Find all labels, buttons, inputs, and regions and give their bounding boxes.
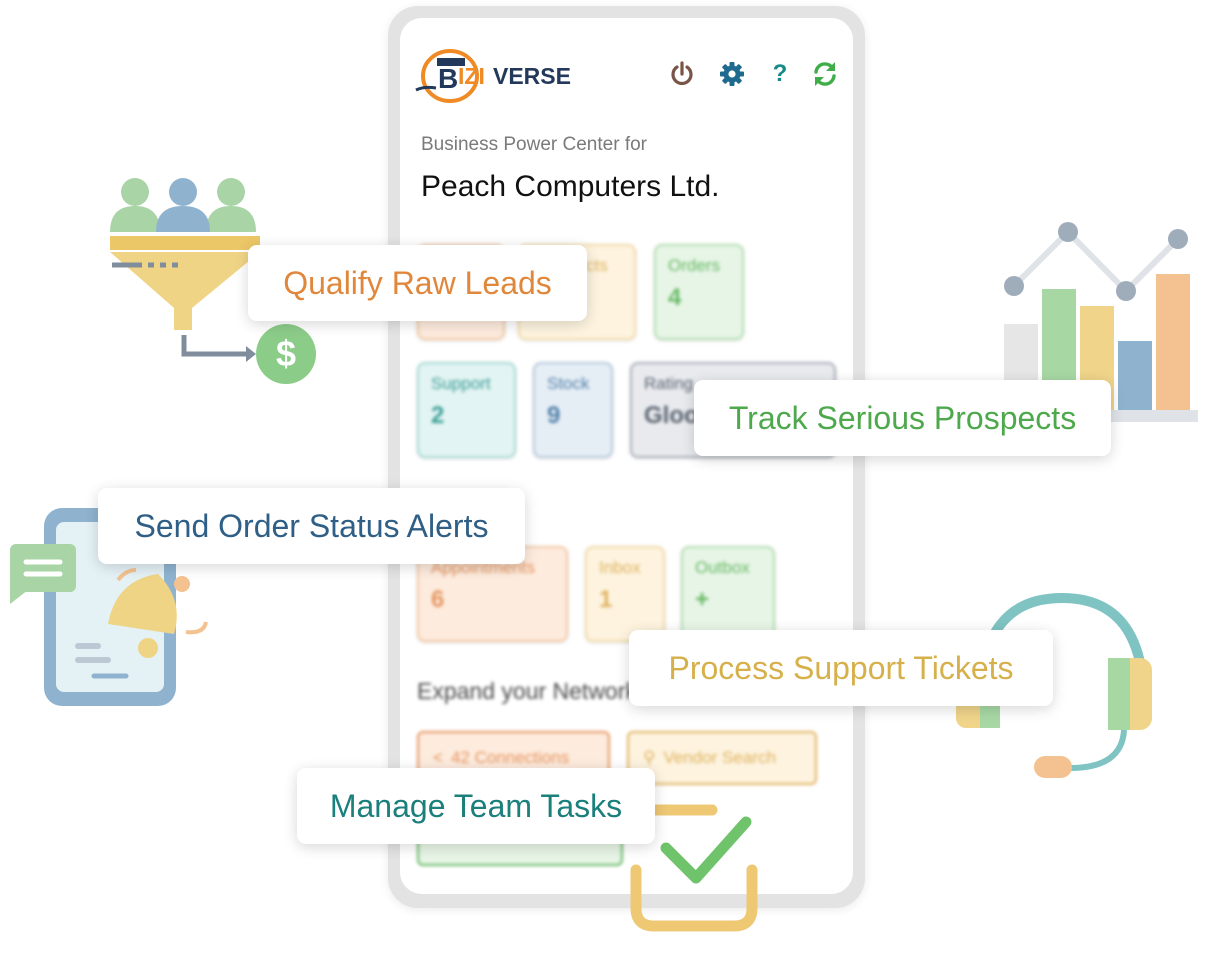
tile-label: Support <box>431 374 491 393</box>
tile-label: Outbox <box>695 558 750 577</box>
svg-text:B: B <box>438 63 458 94</box>
vendor-search-button[interactable]: ⚲ Vendor Search <box>627 731 817 785</box>
vendor-search-label: Vendor Search <box>663 748 776 767</box>
tile-value: + <box>695 586 710 613</box>
tile-value: 6 <box>431 586 445 613</box>
tile-value: 9 <box>547 402 561 429</box>
tile-inbox[interactable]: Inbox 1 <box>585 546 665 642</box>
power-icon[interactable] <box>666 58 698 90</box>
tile-orders[interactable]: Orders 4 <box>654 244 744 340</box>
subtitle: Business Power Center for <box>421 134 647 155</box>
svg-text:IZI: IZI <box>458 63 485 89</box>
callout-order-alerts: Send Order Status Alerts <box>98 488 525 564</box>
company-name: Peach Computers Ltd. <box>421 170 720 203</box>
callout-qualify-leads: Qualify Raw Leads <box>248 245 587 321</box>
tile-label: Stock <box>547 374 590 393</box>
chart-illustration <box>996 222 1198 422</box>
tile-value: Gloo <box>644 402 699 429</box>
tile-value: 2 <box>431 402 445 429</box>
refresh-icon[interactable] <box>809 58 841 90</box>
phone-alert-illustration <box>10 508 208 706</box>
svg-text:VERSE: VERSE <box>493 63 571 89</box>
biziverse-logo: B IZI VERSE <box>415 49 571 103</box>
callout-team-tasks: Manage Team Tasks <box>297 768 655 844</box>
callout-track-prospects: Track Serious Prospects <box>694 380 1111 456</box>
search-icon: ⚲ <box>643 748 656 767</box>
tile-outbox[interactable]: Outbox + <box>681 546 775 642</box>
tile-label: Orders <box>668 256 720 275</box>
tile-value: 4 <box>668 284 682 311</box>
connections-label: 42 Connections <box>450 748 570 767</box>
lead-funnel-illustration: $ <box>110 178 316 384</box>
tile-label: Rating <box>644 374 694 393</box>
network-heading: Expand your Network <box>417 678 637 704</box>
help-icon[interactable]: ? <box>772 60 788 87</box>
gear-icon[interactable] <box>716 58 748 90</box>
tile-value: 1 <box>599 586 613 613</box>
tile-label: Inbox <box>599 558 641 577</box>
share-icon: < <box>433 748 443 767</box>
tile-stock[interactable]: Stock 9 <box>533 362 613 458</box>
svg-text:$: $ <box>276 333 296 374</box>
callout-support-tickets: Process Support Tickets <box>629 630 1053 706</box>
tile-support[interactable]: Support 2 <box>417 362 516 458</box>
